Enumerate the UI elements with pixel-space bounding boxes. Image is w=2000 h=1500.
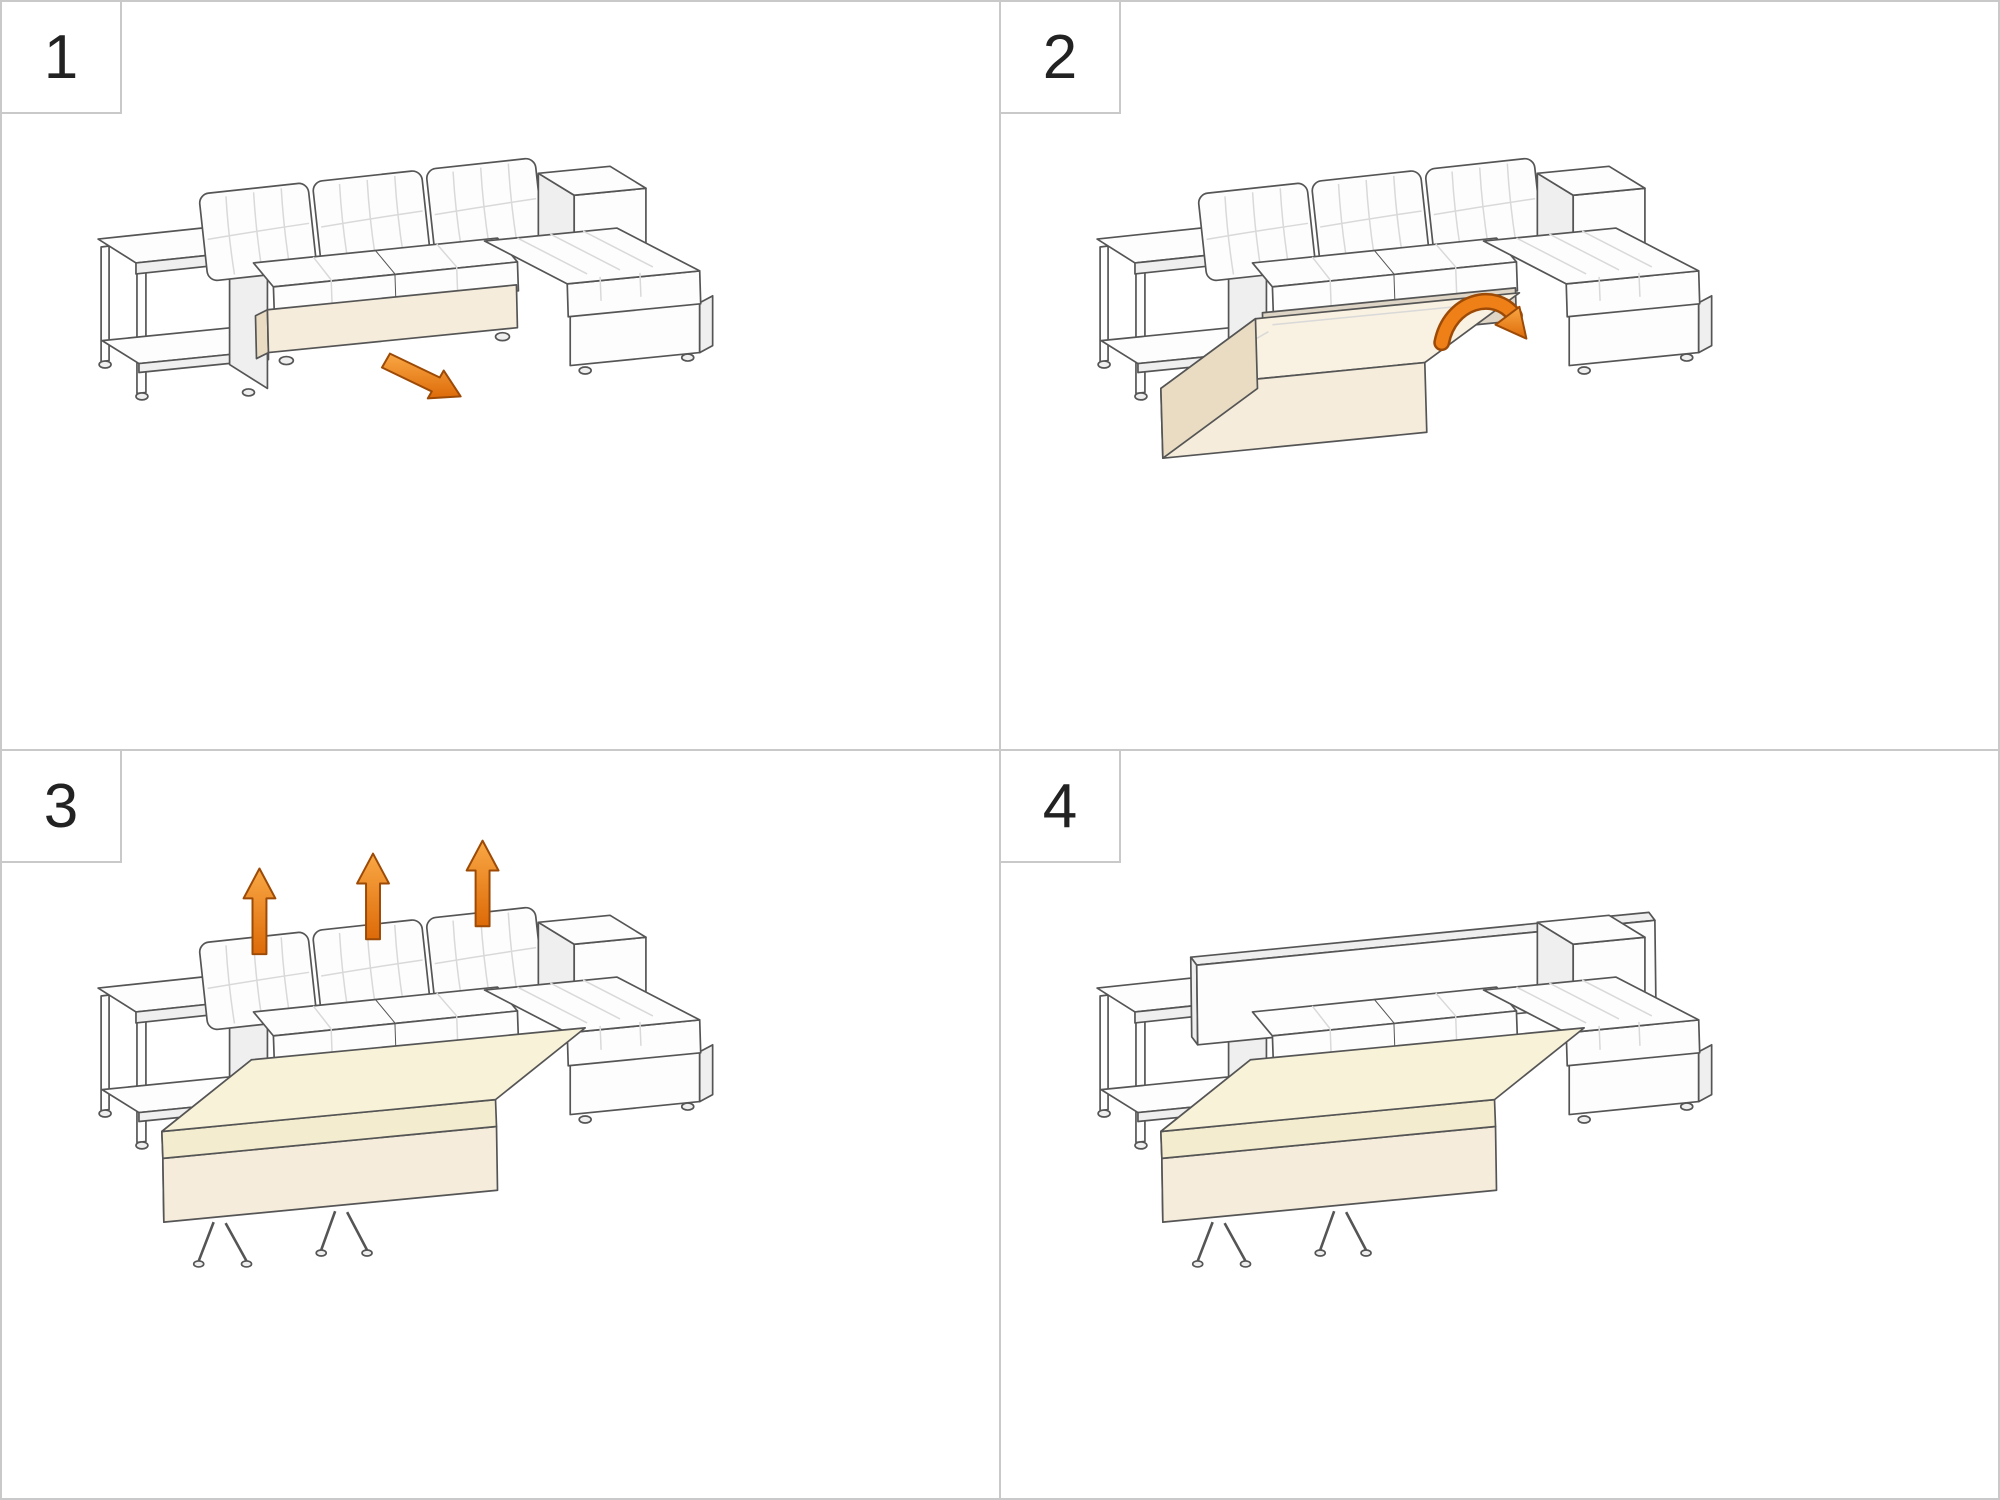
step-number-badge: 3 xyxy=(2,751,122,863)
step-number-badge: 4 xyxy=(1001,751,1121,863)
step-panel-2: 2 xyxy=(1001,2,1998,749)
step-number-badge: 1 xyxy=(2,2,122,114)
sofa-illustration-step-1 xyxy=(97,156,714,401)
step-number: 4 xyxy=(1042,771,1078,841)
chaise-section xyxy=(483,227,714,375)
sofa-illustration-step-2 xyxy=(1096,156,1713,460)
step-panel-3: 3 xyxy=(2,751,999,1498)
pull-out-arrow-icon xyxy=(380,352,462,400)
step-number: 1 xyxy=(43,22,79,92)
chaise-section xyxy=(1482,227,1713,375)
step-number: 2 xyxy=(1042,22,1078,92)
step-panel-4: 4 xyxy=(1001,751,1998,1498)
step-panel-1: 1 xyxy=(2,2,999,749)
sofa-illustration-step-4 xyxy=(1096,911,1713,1269)
sofa-illustration-step-3 xyxy=(97,839,714,1269)
step-number: 3 xyxy=(43,771,79,841)
extended-bed-base xyxy=(1159,1026,1586,1269)
extended-bed-base xyxy=(160,1026,587,1269)
step-number-badge: 2 xyxy=(1001,2,1121,114)
